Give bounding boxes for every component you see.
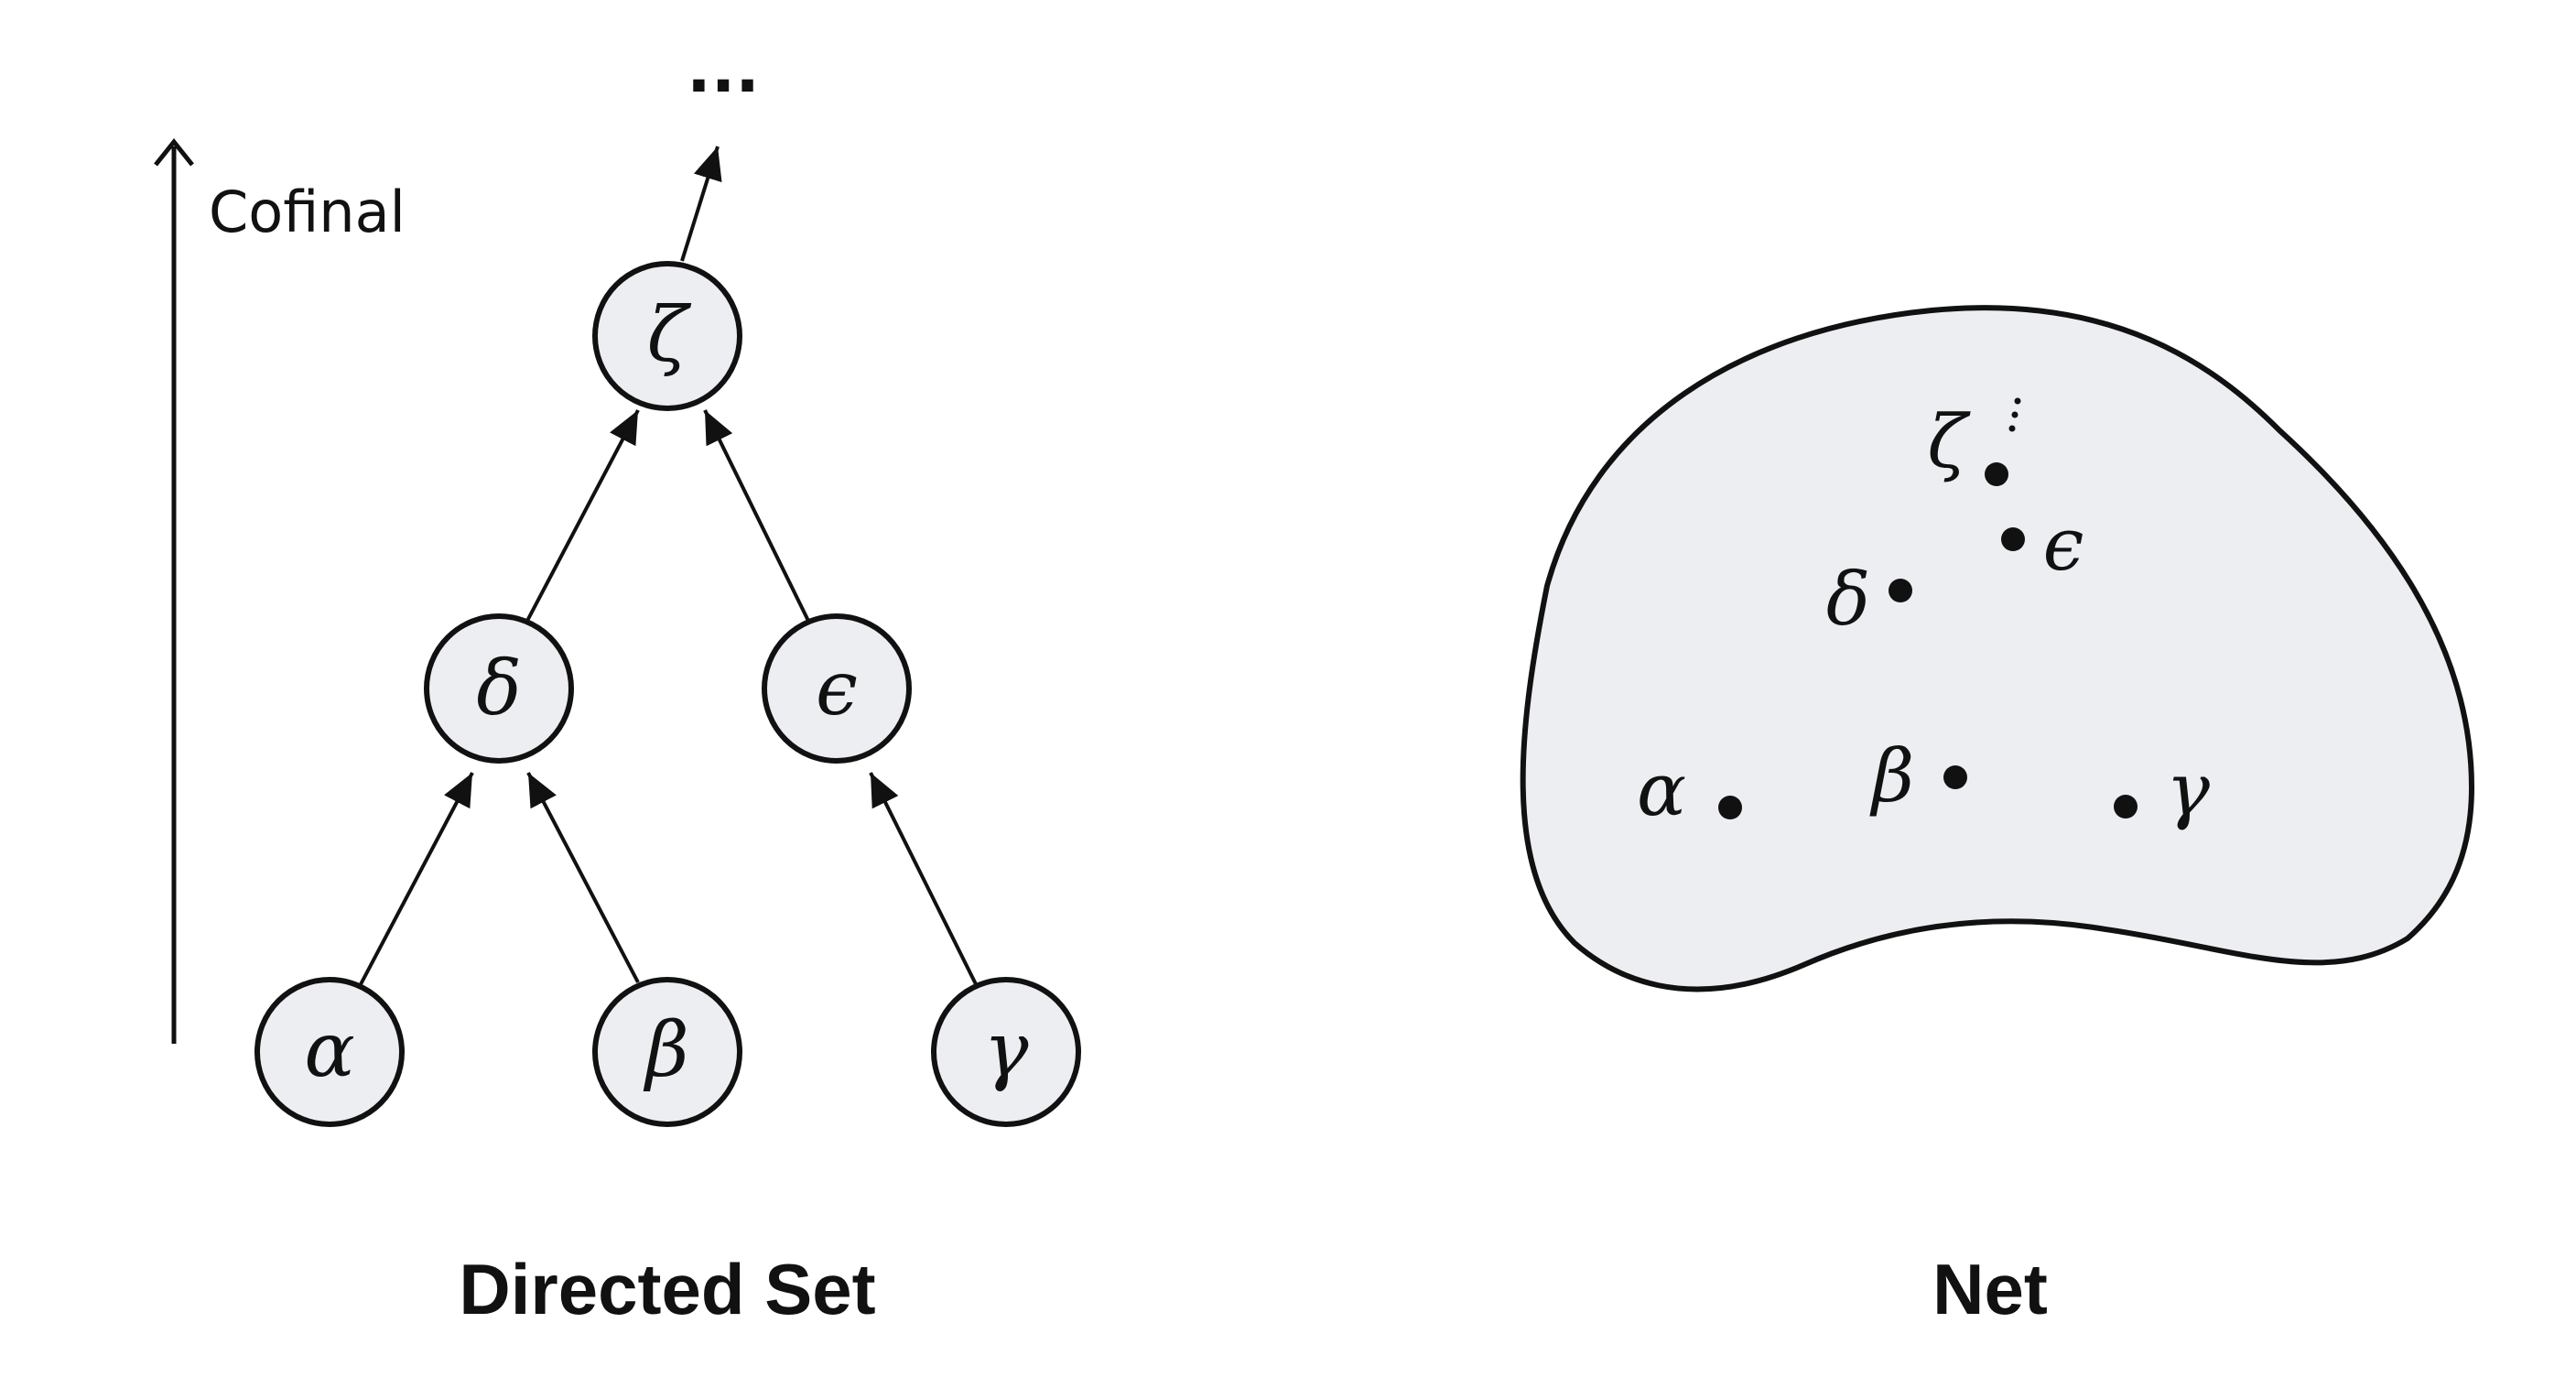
net-caption: Net [1932,1249,2048,1329]
net-point-zeta [1985,462,2008,486]
net-panel: α β γ δ ϵ ζ Net [1520,305,2475,1329]
node-epsilon: ϵ [762,613,912,764]
directed-set-caption: Directed Set [459,1249,875,1329]
net-space-blob [1520,305,2475,992]
net-label-gamma: γ [2166,747,2210,832]
edge-delta-zeta [525,409,640,622]
net-point-epsilon [2001,527,2025,551]
net-point-delta [1889,579,1912,602]
net-label-delta: δ [1826,557,1870,642]
directed-set-panel: Cofinal ... ζ δ ϵ α β [154,32,1081,1329]
net-label-epsilon: ϵ [2043,502,2084,587]
net-point-beta [1943,765,1967,789]
net-label-beta: β [1869,733,1914,819]
node-gamma-label: γ [983,1007,1029,1094]
net-label-alpha: α [1637,747,1686,832]
cofinal-label: Cofinal [209,179,406,245]
edge-beta-delta [526,772,640,983]
edge-epsilon-zeta [703,409,810,622]
edge-gamma-epsilon [869,772,978,985]
net-point-gamma [2114,795,2138,819]
cofinal-axis-arrowhead [154,137,194,167]
node-alpha: α [254,977,405,1127]
top-ellipsis: ... [687,32,760,107]
node-alpha-label: α [304,1007,354,1094]
node-beta: β [592,977,742,1127]
node-zeta: ζ [592,261,742,411]
net-point-alpha [1718,796,1742,819]
net-label-zeta: ζ [1927,399,1971,484]
node-delta-label: δ [476,645,521,732]
node-beta-label: β [643,1007,688,1094]
node-epsilon-label: ϵ [816,645,858,732]
node-zeta-label: ζ [647,292,692,379]
edge-alpha-delta [358,772,474,987]
node-delta: δ [424,613,574,764]
node-gamma: γ [931,977,1081,1127]
net-continuation-vdots [2008,397,2021,432]
edge-zeta-top [680,146,722,262]
